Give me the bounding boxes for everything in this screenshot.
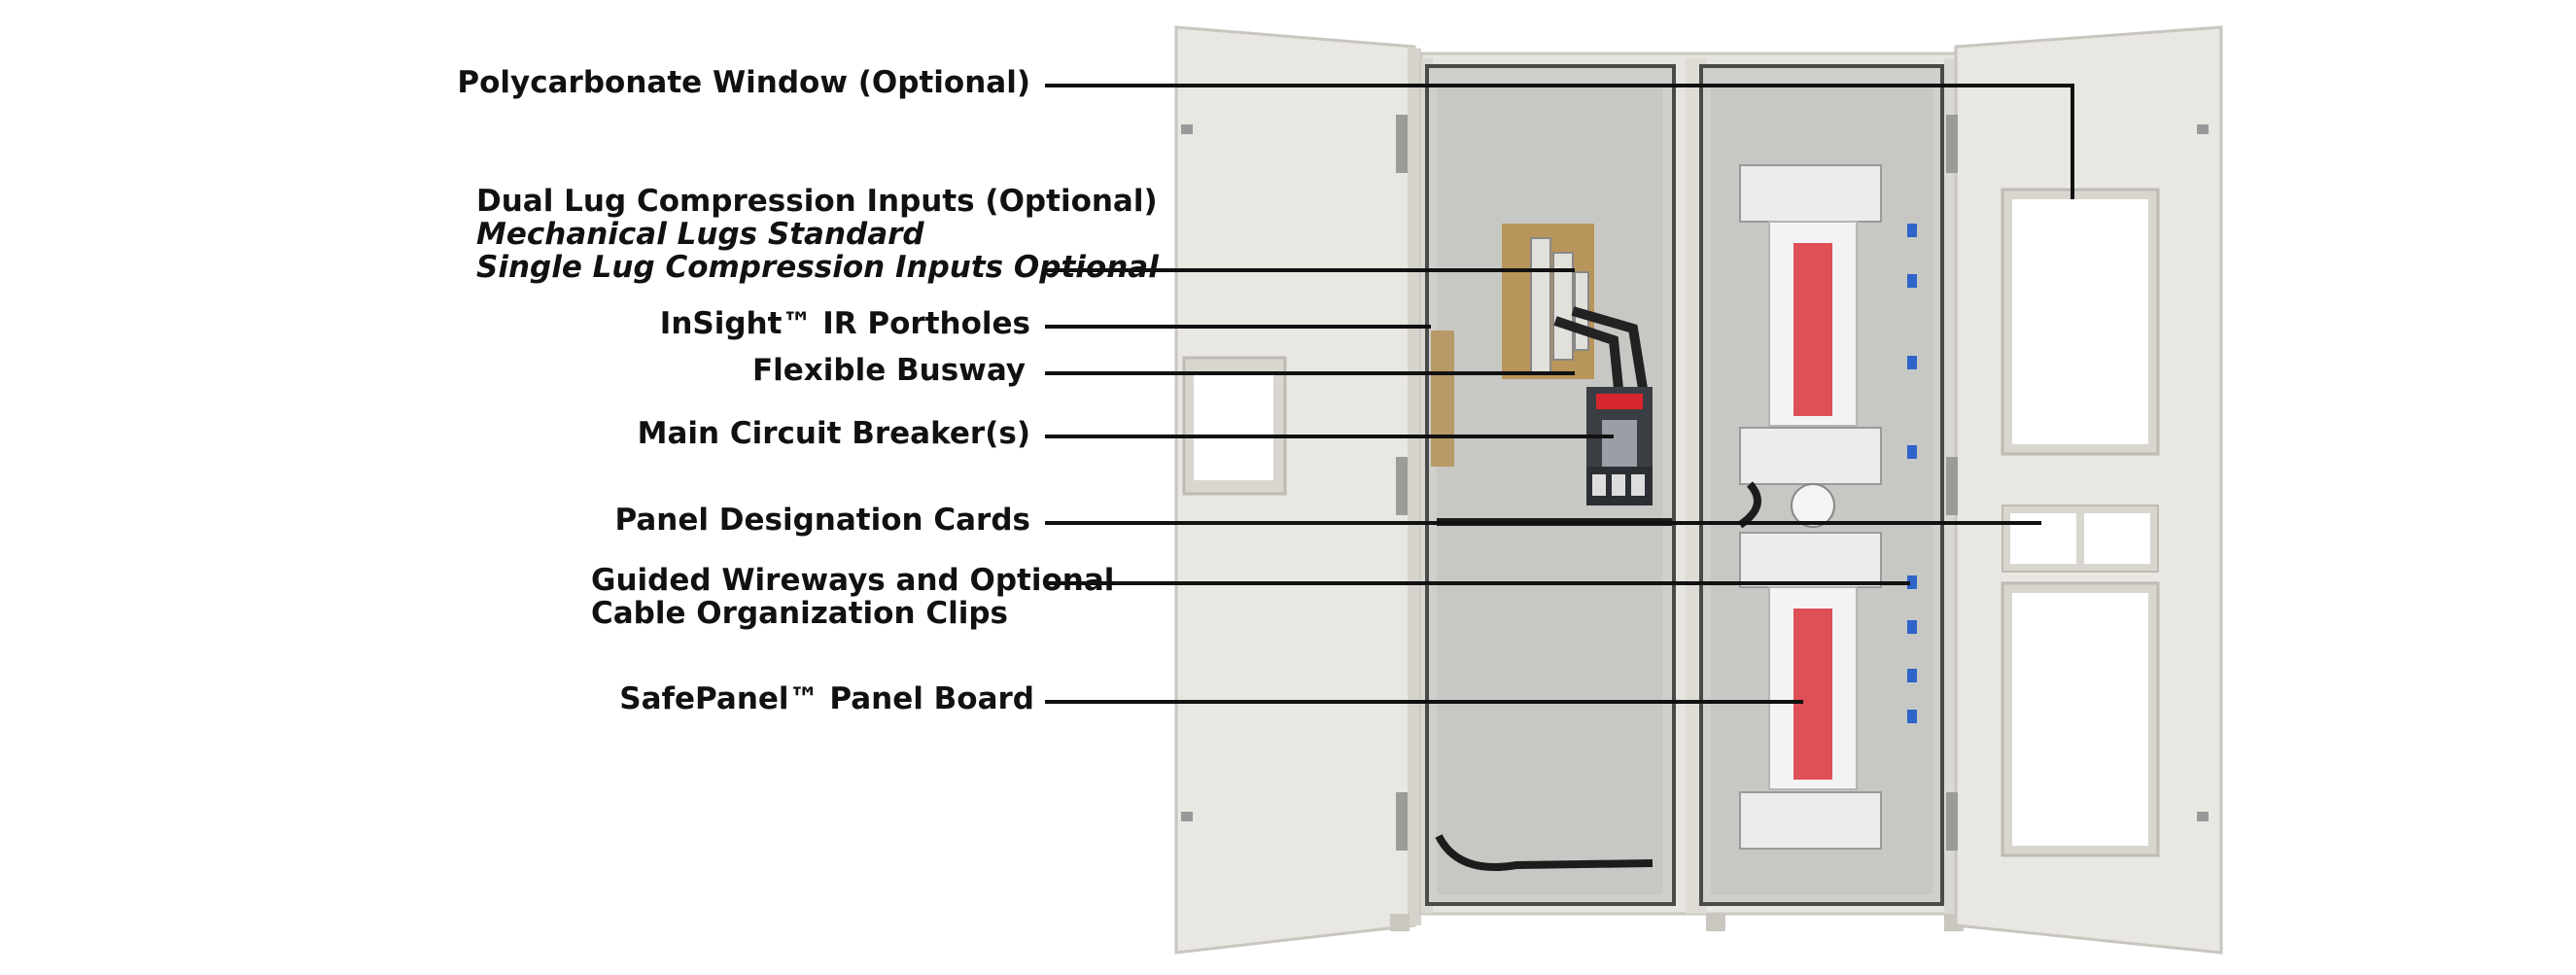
callout-insight: InSight™ IR Portholes — [660, 307, 1030, 340]
callout-wireways-line2: Cable Organization Clips — [591, 596, 1008, 631]
panel-board-lower — [1739, 532, 1882, 850]
left-door — [1174, 25, 1421, 955]
callout-cards-text: Panel Designation Cards — [614, 503, 1030, 538]
callout-lugs-line3: Single Lug Compression Inputs Optional — [476, 250, 1159, 285]
callout-lugs-line1: Dual Lug Compression Inputs (Optional) — [476, 184, 1158, 219]
callout-window-text: Polycarbonate Window (Optional) — [457, 65, 1030, 100]
callout-busway-text: Flexible Busway — [751, 353, 1026, 388]
callout-cards: Panel Designation Cards — [614, 504, 1030, 537]
busbar-assembly — [1431, 224, 1648, 467]
callout-insight-text: InSight™ IR Portholes — [659, 306, 1030, 341]
right-door — [1946, 25, 2223, 955]
panel-board-upper — [1739, 164, 1882, 485]
callout-wireways-line1: Guided Wireways and Optional — [591, 563, 1115, 598]
callout-wireways: Guided Wireways and Optional Cable Organ… — [591, 564, 1114, 630]
callout-lugs: Dual Lug Compression Inputs (Optional) M… — [476, 185, 1159, 284]
callout-safepanel-text: SafePanel™ Panel Board — [619, 681, 1034, 716]
leader-window — [1045, 84, 2074, 199]
main-circuit-breaker — [1586, 387, 1653, 505]
callout-breaker-text: Main Circuit Breaker(s) — [637, 416, 1030, 451]
callout-breaker: Main Circuit Breaker(s) — [638, 417, 1030, 450]
callout-safepanel: SafePanel™ Panel Board — [619, 682, 1034, 715]
leader-lines — [1045, 84, 2074, 704]
callout-busway: Flexible Busway — [752, 354, 1026, 387]
callout-window: Polycarbonate Window (Optional) — [457, 66, 1030, 99]
callout-lugs-line2: Mechanical Lugs Standard — [476, 217, 924, 252]
wireway-clips — [1907, 224, 1917, 723]
